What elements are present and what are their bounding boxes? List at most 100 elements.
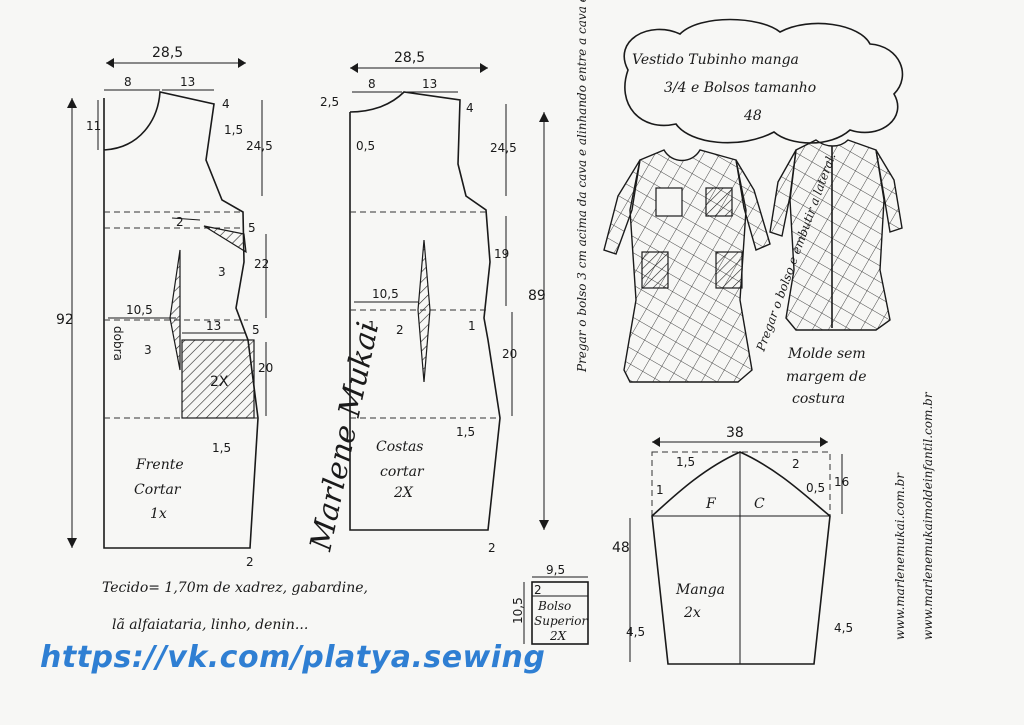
front-neck-depth-label: 11 xyxy=(86,119,101,133)
pocket-pattern-piece: 9,5 2 10,5 Bolso Superior 2X xyxy=(511,563,589,645)
designer-signature: Marlene Mukai xyxy=(303,319,386,555)
back-length-arrowhead-bottom xyxy=(539,520,549,530)
front-neck-label: 8 xyxy=(124,75,132,89)
back-hip-height-label: 20 xyxy=(502,347,517,361)
back-dart-right-label: 1 xyxy=(468,319,476,333)
front-armhole-ease-label: 1,5 xyxy=(224,123,243,137)
front-pattern-piece: 28,5 8 13 4 11 1,5 24,5 92 2 5 3 22 1 xyxy=(56,45,273,569)
back-length-arrowhead-top xyxy=(539,112,549,122)
pocket-caption-2: Superior xyxy=(534,614,589,628)
back-caption-1: Costas xyxy=(376,439,423,455)
front-hem-ext-label: 2 xyxy=(246,555,254,569)
sleeve-back-2-label: 0,5 xyxy=(806,481,825,495)
title-line-1: Vestido Tubinho manga xyxy=(632,52,799,68)
fabric-note-line-1: Tecido= 1,70m de xadrez, gabardine, xyxy=(102,580,368,596)
front-caption-1: Frente xyxy=(135,457,184,473)
dress-back-sleeve-right xyxy=(875,149,903,233)
back-armhole-height-label: 24,5 xyxy=(490,141,517,155)
vk-link[interactable]: https://vk.com/platya.sewing xyxy=(40,640,546,675)
mold-note-line-1: Molde sem xyxy=(787,346,866,362)
dress-front-pocket-top-left xyxy=(655,187,683,217)
back-dart-center-label: 2 xyxy=(396,323,404,337)
title-cloud-outline xyxy=(623,18,904,144)
sleeve-front-1-label: 1,5 xyxy=(676,455,695,469)
front-pocket-area xyxy=(181,339,255,419)
front-width-arrowhead-right xyxy=(238,58,246,68)
back-outline xyxy=(349,91,501,531)
title-cloud: Vestido Tubinho manga 3/4 e Bolsos taman… xyxy=(623,18,904,144)
sleeve-width-arrowhead-left xyxy=(652,437,660,447)
back-width-arrowhead-left xyxy=(350,63,358,73)
front-width-label: 28,5 xyxy=(152,45,183,61)
front-armhole-height-label: 24,5 xyxy=(246,139,273,153)
sleeve-front-2-label: 1 xyxy=(656,483,664,497)
website-url-vertical-1: www.marlenemukai.com.br xyxy=(893,472,907,640)
website-url-vertical-2: www.marlenemukaimoldeinfantil.com.br xyxy=(921,391,935,640)
front-caption-3: 1x xyxy=(150,506,167,522)
sleeve-outline xyxy=(651,451,831,665)
mold-note-line-3: costura xyxy=(792,391,845,407)
back-side-ease-label: 0,5 xyxy=(356,139,375,153)
front-shoulder-label: 13 xyxy=(180,75,195,89)
front-waist-dart xyxy=(169,249,181,371)
pocket-placement-note: Pregar o bolso 3 cm acima da cava e alin… xyxy=(575,0,589,373)
front-caption-2: Cortar xyxy=(134,482,182,498)
front-width-arrowhead-left xyxy=(106,58,114,68)
front-dart-b-label: 5 xyxy=(248,221,256,235)
dress-back-body xyxy=(785,139,891,331)
front-dart-d-label: 3 xyxy=(144,343,152,357)
back-hem-ext-label: 2 xyxy=(488,541,496,555)
sleeve-length-label: 48 xyxy=(612,540,630,556)
back-pattern-piece: 28,5 2,5 8 13 4 0,5 24,5 89 19 10,5 1 2 … xyxy=(320,50,549,555)
pocket-flap-label: 2 xyxy=(534,583,542,597)
dress-back-sleeve-left xyxy=(769,149,797,237)
dress-front-sketch xyxy=(603,149,771,383)
sleeve-caption-1: Manga xyxy=(675,582,725,598)
dress-front-pocket-low-left xyxy=(641,251,669,289)
sleeve-pattern-piece: 38 1,5 1 2 0,5 16 48 4,5 4,5 F C Manga 2… xyxy=(612,425,853,665)
back-width-label: 28,5 xyxy=(394,50,425,66)
back-hem-ease-label: 1,5 xyxy=(456,425,475,439)
back-neck-label: 8 xyxy=(368,77,376,91)
front-shoulder-drop-label: 4 xyxy=(222,97,230,111)
front-length-label: 92 xyxy=(56,312,74,328)
title-line-3: 48 xyxy=(743,108,762,124)
sleeve-hem-right-label: 4,5 xyxy=(834,621,853,635)
sleeve-hem-left-label: 4,5 xyxy=(626,625,645,639)
mold-note-line-2: margem de xyxy=(786,369,867,385)
front-hem-ease-label: 1,5 xyxy=(212,441,231,455)
pocket-outline xyxy=(531,581,589,645)
front-dart-arrow xyxy=(171,217,201,221)
back-shoulder-drop-label: 4 xyxy=(466,101,474,115)
front-dart-pos-label: 10,5 xyxy=(126,303,153,317)
back-caption-2: cortar xyxy=(380,464,425,480)
front-pocket-width-label: 13 xyxy=(206,319,221,333)
back-neck-drop-label: 2,5 xyxy=(320,95,339,109)
pocket-caption-3: 2X xyxy=(549,629,567,643)
back-dart-left-label: 1 xyxy=(368,319,376,333)
sleeve-front-label: F xyxy=(705,496,717,512)
fabric-note-line-2: lã alfaiataria, linho, denin... xyxy=(112,617,308,633)
front-fold-label: dobra xyxy=(111,326,125,361)
dress-front-sleeve-right xyxy=(735,159,771,251)
pocket-height-label: 10,5 xyxy=(511,597,525,624)
sleeve-cap-height-label: 16 xyxy=(834,475,849,489)
front-hip-height-label: 20 xyxy=(258,361,273,375)
dress-front-pocket-top-right xyxy=(705,187,733,217)
back-dart-pos-label: 10,5 xyxy=(372,287,399,301)
back-length-label: 89 xyxy=(528,288,546,304)
pocket-caption-1: Bolso xyxy=(537,599,571,613)
back-waist-height-label: 19 xyxy=(494,247,509,261)
sleeve-width-label: 38 xyxy=(726,425,744,441)
sleeve-back-label: C xyxy=(754,496,765,512)
front-length-arrowhead-top xyxy=(67,98,77,108)
dress-back-sketch xyxy=(769,139,903,331)
front-waist-height-label: 22 xyxy=(254,257,269,271)
front-bust-dart xyxy=(203,225,247,254)
dress-front-sleeve-left xyxy=(603,159,641,255)
back-width-arrowhead-right xyxy=(480,63,488,73)
front-dart-c-label: 3 xyxy=(218,265,226,279)
sleeve-back-1-label: 2 xyxy=(792,457,800,471)
front-dart-a-label: 2 xyxy=(176,215,184,229)
